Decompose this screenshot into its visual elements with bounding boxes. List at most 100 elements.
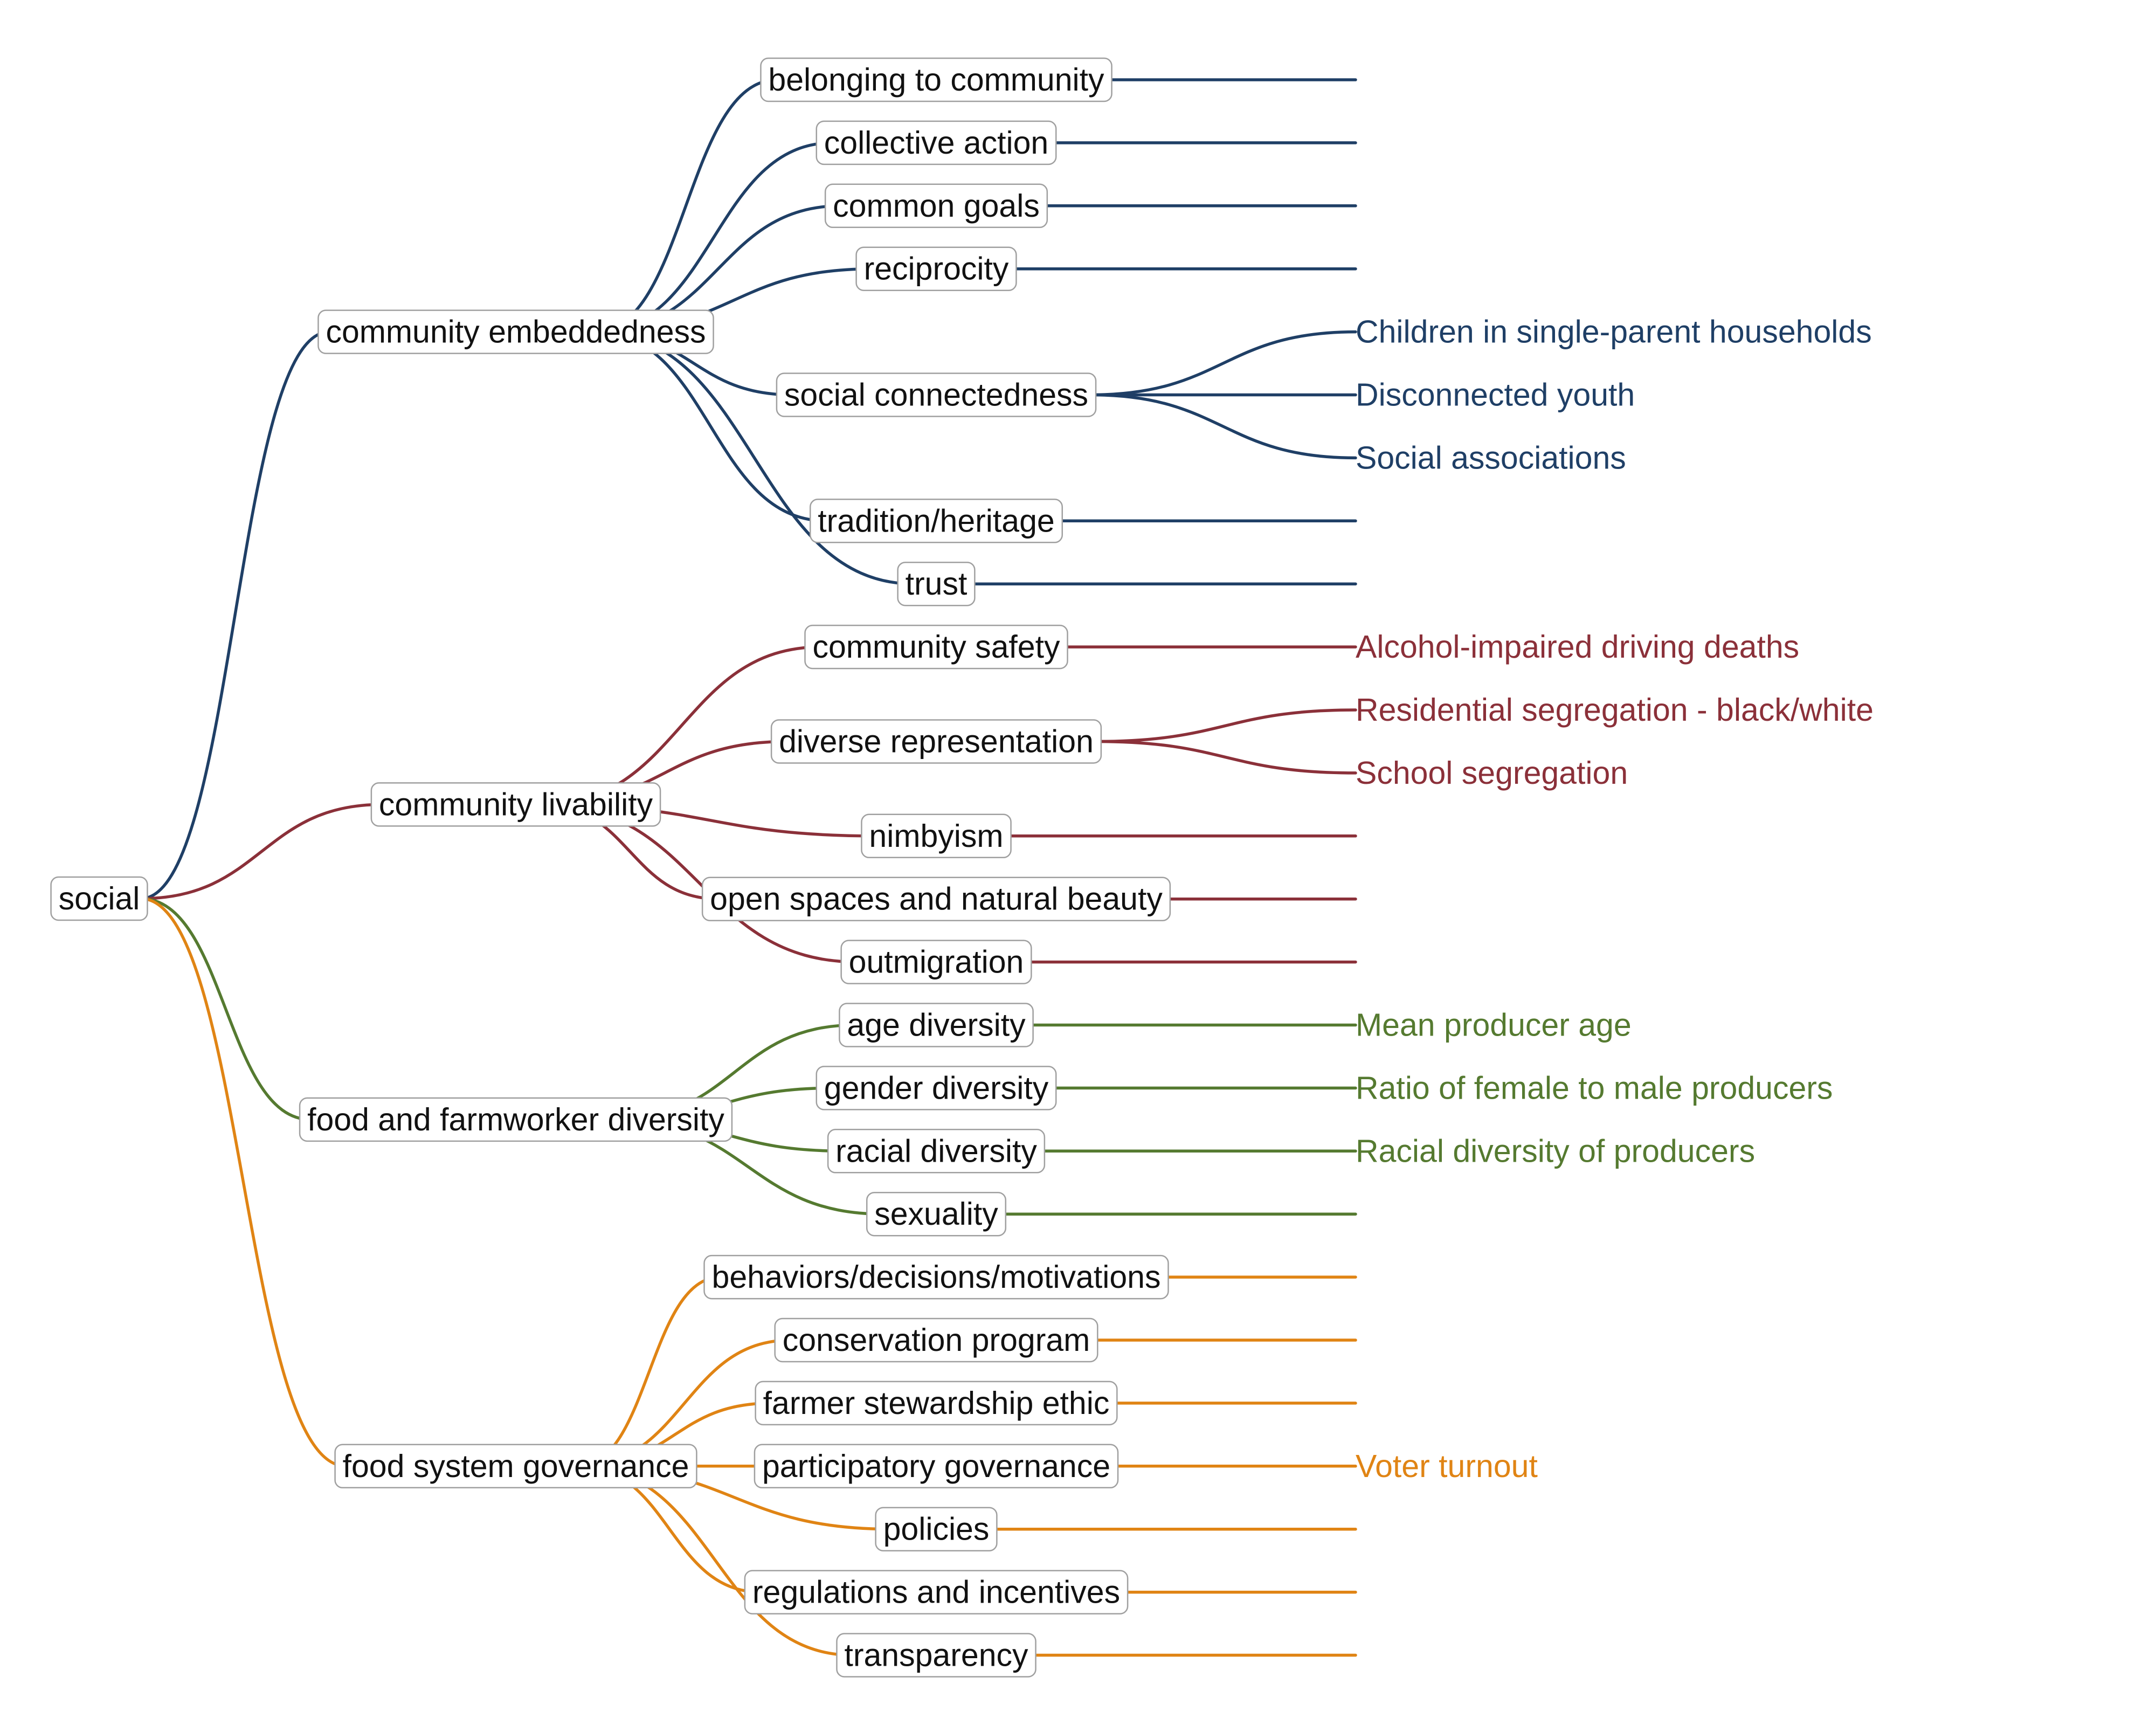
indicator-disconnected-youth: Disconnected youth xyxy=(1356,377,1635,413)
indicator-social-associations: Social associations xyxy=(1356,440,1626,475)
node-common-goals-label: common goals xyxy=(833,188,1040,224)
node-community-safety: community safety xyxy=(804,624,1068,670)
branch-food-system-governance-label: food system governance xyxy=(343,1448,689,1484)
edge-root-food-system-governance xyxy=(139,897,348,1468)
node-outmigration-box xyxy=(840,940,1032,984)
node-regulations-and-incentives-box xyxy=(744,1570,1129,1614)
node-regulations-and-incentives-label: regulations and incentives xyxy=(752,1575,1120,1610)
node-transparency-box xyxy=(836,1633,1036,1678)
branch-community-livability-box xyxy=(370,782,661,827)
node-participatory-governance-box xyxy=(754,1444,1119,1489)
node-age-diversity: age diversity xyxy=(839,1003,1034,1047)
node-sexuality-label: sexuality xyxy=(874,1196,998,1232)
node-racial-diversity: racial diversity xyxy=(827,1129,1046,1174)
node-behaviors-decisions-motivations-box xyxy=(703,1254,1169,1300)
node-conservation-program-label: conservation program xyxy=(783,1322,1090,1358)
node-sexuality: sexuality xyxy=(866,1191,1007,1237)
node-reciprocity-label: reciprocity xyxy=(864,251,1009,287)
node-diverse-representation-box xyxy=(770,719,1102,764)
indicator-voter-turnout: Voter turnout xyxy=(1356,1448,1538,1484)
edge-community-embeddedness-tradition-heritage xyxy=(593,330,828,523)
node-outmigration: outmigration xyxy=(840,940,1032,984)
edge-community-embeddedness-collective-action xyxy=(593,141,834,334)
node-reciprocity: reciprocity xyxy=(855,246,1017,291)
node-community-safety-label: community safety xyxy=(812,629,1060,665)
node-age-diversity-label: age diversity xyxy=(847,1008,1026,1043)
edge-food-system-governance-transparency xyxy=(576,1465,855,1657)
edge-root-food-and-farmworker-diversity xyxy=(139,897,312,1121)
node-outmigration-label: outmigration xyxy=(849,944,1024,980)
node-nimbyism-box xyxy=(861,813,1012,859)
node-behaviors-decisions-motivations: behaviors/decisions/motivations xyxy=(703,1254,1169,1300)
indicator-residential-segregation-black-white: Residential segregation - black/white xyxy=(1356,692,1874,728)
node-regulations-and-incentives: regulations and incentives xyxy=(744,1570,1129,1614)
branch-community-embeddedness-box xyxy=(317,309,714,354)
node-racial-diversity-box xyxy=(827,1129,1046,1174)
edge-indicator-residential-segregation-black-white xyxy=(1094,708,1357,743)
node-diverse-representation: diverse representation xyxy=(770,719,1102,764)
node-policies: policies xyxy=(875,1507,998,1551)
edge-community-embeddedness-trust xyxy=(593,330,916,585)
edge-indicator-social-associations xyxy=(1089,393,1357,460)
node-collective-action-box xyxy=(816,120,1057,165)
node-community-safety-box xyxy=(804,624,1068,670)
branch-food-and-farmworker-diversity-label: food and farmworker diversity xyxy=(307,1102,724,1137)
root-node-box xyxy=(50,876,148,921)
node-reciprocity-box xyxy=(855,246,1017,291)
node-tradition-heritage-box xyxy=(809,499,1063,543)
node-diverse-representation-label: diverse representation xyxy=(779,723,1094,759)
edge-indicator-children-in-single-parent-households xyxy=(1089,330,1357,397)
branch-community-embeddedness: community embeddedness xyxy=(317,309,714,354)
node-gender-diversity-box xyxy=(816,1066,1057,1110)
node-social-connectedness-box xyxy=(776,372,1097,417)
branch-food-system-governance-box xyxy=(334,1444,697,1489)
node-participatory-governance-label: participatory governance xyxy=(762,1448,1110,1484)
branch-community-embeddedness-label: community embeddedness xyxy=(326,314,706,350)
node-open-spaces-and-natural-beauty: open spaces and natural beauty xyxy=(701,877,1171,921)
nodes: social community embeddedness belonging to… xyxy=(50,57,1874,1678)
edge-root-community-embeddedness xyxy=(139,330,331,900)
node-farmer-stewardship-ethic-box xyxy=(755,1381,1118,1426)
node-open-spaces-and-natural-beauty-label: open spaces and natural beauty xyxy=(710,881,1163,917)
node-trust: trust xyxy=(897,561,976,606)
node-transparency: transparency xyxy=(836,1633,1036,1678)
edge-root-community-livability xyxy=(139,803,384,900)
node-behaviors-decisions-motivations-label: behaviors/decisions/motivations xyxy=(712,1259,1161,1295)
edge-indicator-school-segregation xyxy=(1094,740,1357,775)
node-gender-diversity: gender diversity xyxy=(816,1066,1057,1110)
node-belonging-to-community-box xyxy=(760,57,1112,102)
node-collective-action: collective action xyxy=(816,120,1057,165)
node-trust-box xyxy=(897,561,976,606)
branch-food-and-farmworker-diversity: food and farmworker diversity xyxy=(299,1097,733,1142)
node-tradition-heritage-label: tradition/heritage xyxy=(818,503,1055,539)
node-social-connectedness-label: social connectedness xyxy=(784,377,1088,413)
branch-community-livability-label: community livability xyxy=(379,786,653,822)
branch-community-livability: community livability xyxy=(370,782,661,827)
node-conservation-program-box xyxy=(774,1317,1098,1363)
node-participatory-governance: participatory governance xyxy=(754,1444,1119,1489)
node-common-goals-box xyxy=(824,183,1048,229)
node-nimbyism: nimbyism xyxy=(861,813,1012,859)
node-tradition-heritage: tradition/heritage xyxy=(809,499,1063,543)
node-nimbyism-label: nimbyism xyxy=(869,818,1003,854)
root-node: social xyxy=(50,876,148,921)
node-open-spaces-and-natural-beauty-box xyxy=(701,877,1171,921)
node-policies-label: policies xyxy=(883,1512,990,1547)
node-conservation-program: conservation program xyxy=(774,1317,1098,1363)
node-collective-action-label: collective action xyxy=(824,125,1049,161)
indicator-racial-diversity-of-producers: Racial diversity of producers xyxy=(1356,1133,1755,1169)
indicator-children-in-single-parent-households: Children in single-parent households xyxy=(1356,314,1872,350)
node-gender-diversity-label: gender diversity xyxy=(824,1070,1049,1106)
indicator-ratio-of-female-to-male-producers: Ratio of female to male producers xyxy=(1356,1070,1833,1106)
node-common-goals: common goals xyxy=(824,183,1048,229)
indicator-alcohol-impaired-driving-deaths: Alcohol-impaired driving deaths xyxy=(1356,629,1799,665)
indicator-mean-producer-age: Mean producer age xyxy=(1356,1008,1632,1043)
node-farmer-stewardship-ethic-label: farmer stewardship ethic xyxy=(763,1385,1110,1421)
node-belonging-to-community: belonging to community xyxy=(760,57,1112,102)
node-age-diversity-box xyxy=(839,1003,1034,1047)
branch-food-system-governance: food system governance xyxy=(334,1444,697,1489)
node-social-connectedness: social connectedness xyxy=(776,372,1097,417)
node-farmer-stewardship-ethic: farmer stewardship ethic xyxy=(755,1381,1118,1426)
node-trust-label: trust xyxy=(906,566,968,602)
node-belonging-to-community-label: belonging to community xyxy=(768,62,1104,98)
